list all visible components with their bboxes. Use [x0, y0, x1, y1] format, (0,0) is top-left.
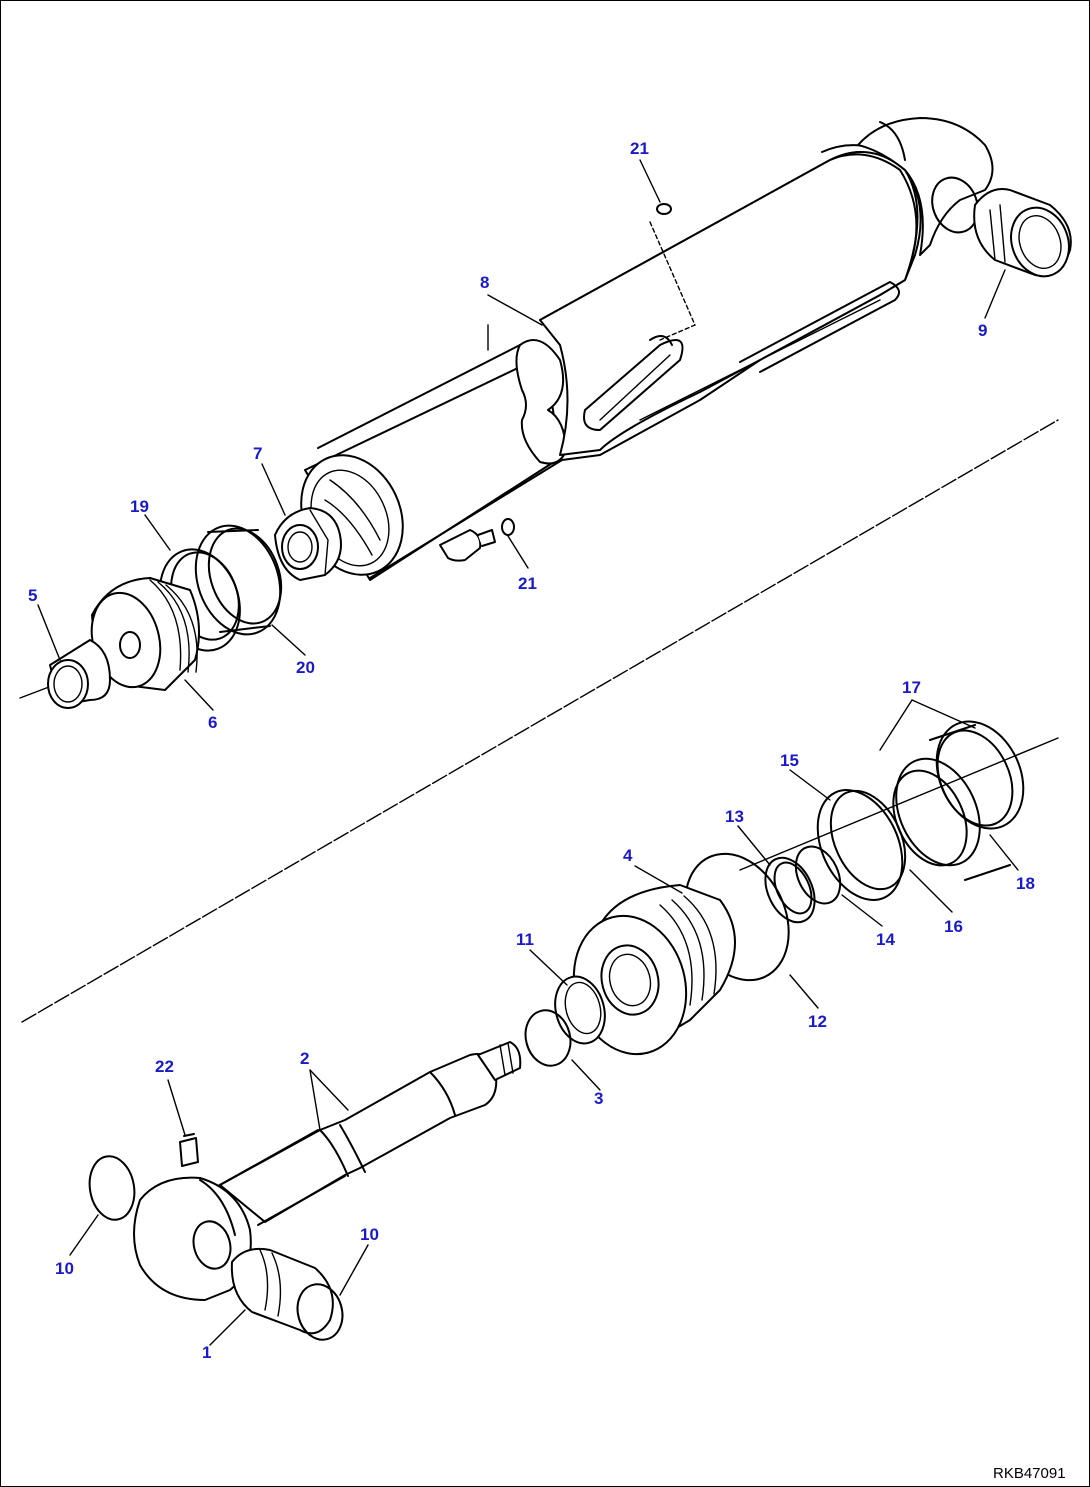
leader-lines [37, 159, 1019, 1346]
section-divider [21, 419, 1059, 1023]
dust-seal-10-left [88, 1155, 136, 1221]
oring-21-top [656, 203, 672, 215]
callout-16: 16 [944, 917, 963, 936]
oring-21-bottom [501, 518, 515, 536]
callout-2: 2 [300, 1049, 309, 1068]
callouts: 21 8 9 7 19 21 5 20 6 17 15 13 4 18 16 1… [28, 139, 1035, 1362]
callout-9: 9 [978, 321, 987, 340]
grease-fitting-22 [179, 1133, 199, 1167]
callout-10-left: 10 [55, 1259, 74, 1278]
nut-7 [274, 507, 342, 581]
callout-10-right: 10 [360, 1225, 379, 1244]
callout-17: 17 [902, 678, 921, 697]
callout-12: 12 [808, 1012, 827, 1031]
callout-21-bottom: 21 [518, 574, 537, 593]
elbow-fitting [439, 518, 515, 562]
callout-13: 13 [725, 807, 744, 826]
seal-ring-20 [194, 524, 283, 636]
ring-15-16 [816, 789, 907, 901]
callout-14: 14 [876, 930, 895, 949]
callout-8: 8 [480, 273, 489, 292]
ring-13-14 [764, 845, 842, 924]
callout-5: 5 [28, 586, 37, 605]
piston-rod [217, 1041, 522, 1226]
figure-code: RKB47091 [993, 1465, 1066, 1482]
callout-1: 1 [202, 1343, 211, 1362]
callout-18: 18 [1016, 874, 1035, 893]
callout-7: 7 [253, 444, 262, 463]
callout-11: 11 [516, 930, 534, 949]
ring-17-18 [892, 720, 1025, 881]
head-boss [857, 117, 994, 256]
callout-15: 15 [780, 751, 799, 770]
callout-6: 6 [208, 713, 217, 732]
bushing-5 [47, 639, 111, 709]
head-bore [119, 631, 141, 659]
bushing-9 [973, 188, 1072, 278]
piston-4 [572, 884, 736, 1056]
cylinder-tube [300, 144, 922, 581]
callout-21-top: 21 [630, 139, 649, 158]
callout-4: 4 [623, 846, 633, 865]
callout-20: 20 [296, 658, 315, 677]
callout-3: 3 [594, 1089, 603, 1108]
bushing-1 [230, 1247, 334, 1335]
port-hidden-line [649, 221, 696, 341]
ring-3 [524, 1009, 572, 1067]
callout-19: 19 [130, 497, 149, 516]
dust-seal-10-right [296, 1283, 344, 1341]
callout-22: 22 [155, 1057, 174, 1076]
